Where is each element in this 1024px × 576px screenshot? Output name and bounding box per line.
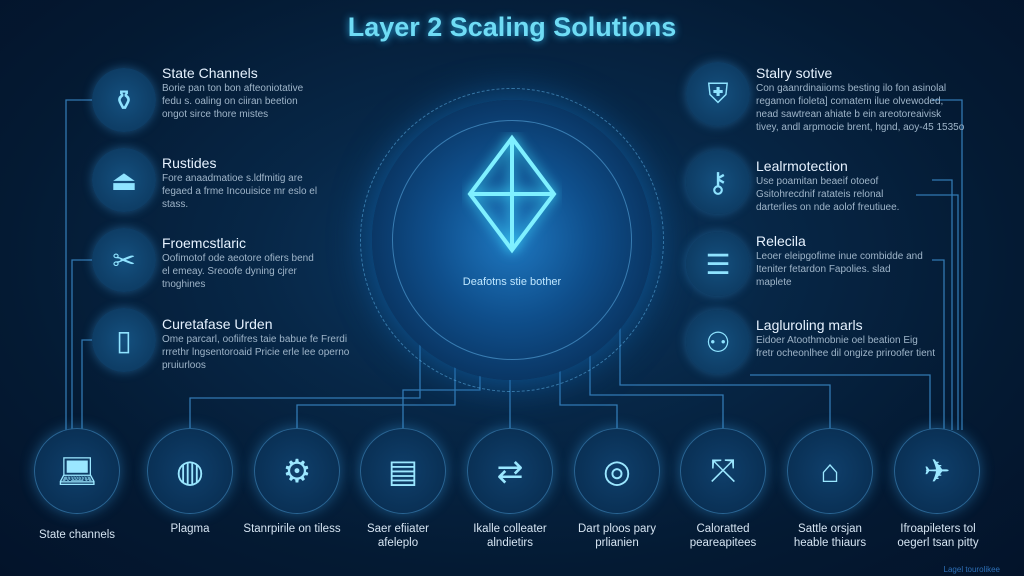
bottom-label: Caloratted peareapitees xyxy=(689,523,757,549)
item-desc: Leoer eleipgofime inue combidde and Iten… xyxy=(756,251,923,288)
gear-icon: ⚙ xyxy=(254,428,340,514)
bottle-icon: ⚱ xyxy=(92,68,156,132)
bottom-label: Ifroapileters tol oegerl tsan pitty xyxy=(897,523,979,549)
server-icon: ☰ xyxy=(686,232,750,296)
globe-icon: ◍ xyxy=(147,428,233,514)
phone-icon: ▤ xyxy=(360,428,446,514)
item-title: State Channels xyxy=(162,65,258,81)
zap-icon: ⇄ xyxy=(467,428,553,514)
footer-text: Lagel tourolikee xyxy=(943,565,1000,574)
key-icon: ⚷ xyxy=(686,150,750,214)
diamond-icon xyxy=(467,134,557,254)
network-icon: ⚇ xyxy=(686,310,750,374)
item-desc: Con gaanrdinaiioms besting ilo fon asino… xyxy=(756,83,965,133)
page-title: Layer 2 Scaling Solutions xyxy=(347,12,677,42)
item-title: Rustides xyxy=(162,155,217,171)
item-desc: Use poamitan beaeif otoeof Gsitohrecdnif… xyxy=(756,176,900,213)
item-title: Froemcstlaric xyxy=(162,235,247,251)
hanger-icon: ⏏ xyxy=(92,148,156,212)
item-title: Relecila xyxy=(756,233,806,249)
coin-icon: ◎ xyxy=(574,428,660,514)
bottom-label: Stanrpirile on tiless xyxy=(243,523,341,535)
item-title: Stalry sotive xyxy=(756,65,833,81)
bottom-label: Ikalle colleater alndietirs xyxy=(473,523,547,549)
tools-icon: ✂ xyxy=(92,228,156,292)
central-hub: Deafotns stie bother xyxy=(360,88,664,392)
item-title: Curetafase Urden xyxy=(162,316,273,332)
hub-ring-outer xyxy=(360,88,664,392)
item-desc: Oofimotof ode aeotore ofiers bend el eme… xyxy=(162,253,314,290)
shield-icon: ⛨ xyxy=(686,62,750,126)
item-desc: Fore anaadmatioe s.ldfmitig are fegaed a… xyxy=(162,173,318,210)
item-desc: Ome parcarl, oofiifres taie babue fe Fre… xyxy=(162,334,350,371)
item-desc: Borie pan ton bon afteoniotative fedu s.… xyxy=(162,83,304,120)
factory-icon: ⌂ xyxy=(787,428,873,514)
item-desc: Eidoer Atoothmobnie oel beation Eig fret… xyxy=(756,335,935,359)
arrows-icon: ⤧ xyxy=(680,428,766,514)
bottom-label: Saer efiiater afeleplo xyxy=(366,523,429,549)
bottom-label: Dart ploos pary prlianien xyxy=(578,523,656,549)
laptop-icon: 💻︎ xyxy=(34,428,120,514)
item-title: Lagluroling marls xyxy=(756,317,863,333)
bottom-label: Sattle orsjan heable thiaurs xyxy=(793,523,867,549)
item-title: Lealrmotection xyxy=(756,158,848,174)
bottom-label: State channels xyxy=(38,529,116,541)
bottom-label: Plagma xyxy=(170,523,210,535)
hub-label: Deafotns stie bother xyxy=(462,276,562,288)
door-icon: ▯ xyxy=(92,308,156,372)
satellite-icon: ✈ xyxy=(894,428,980,514)
